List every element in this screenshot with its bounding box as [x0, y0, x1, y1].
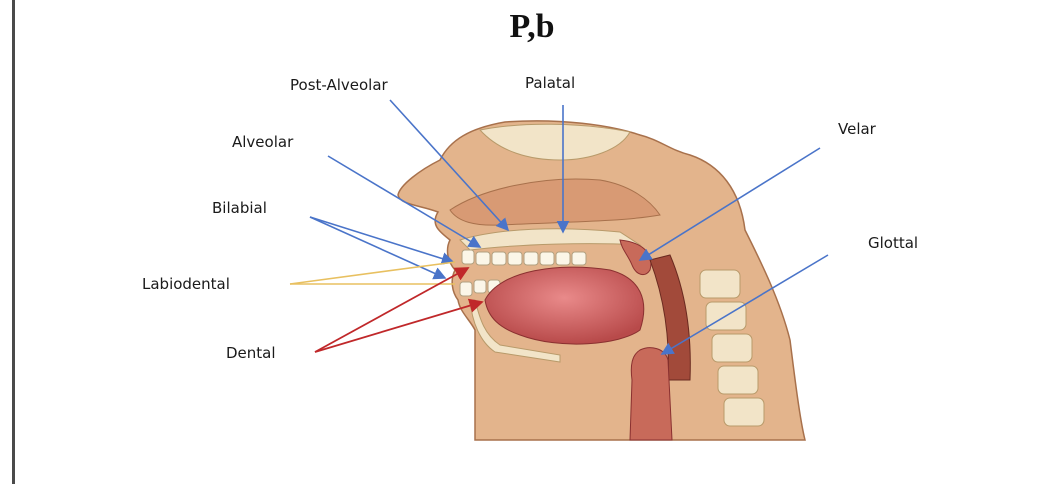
larynx — [630, 348, 672, 440]
bilabial-arrow-upper — [310, 217, 453, 262]
label-palatal: Palatal — [525, 74, 575, 92]
label-velar: Velar — [838, 120, 876, 138]
dental-arrow-upper — [315, 268, 468, 352]
dental-arrow-lower — [315, 302, 482, 352]
bilabial-arrow-lower — [310, 217, 445, 278]
label-glottal: Glottal — [868, 234, 918, 252]
label-labiodental: Labiodental — [142, 275, 230, 293]
label-bilabial: Bilabial — [212, 199, 267, 217]
label-dental: Dental — [226, 344, 276, 362]
label-alveolar: Alveolar — [232, 133, 293, 151]
labiodental-lines — [290, 262, 455, 284]
label-post-alveolar: Post-Alveolar — [290, 76, 388, 94]
